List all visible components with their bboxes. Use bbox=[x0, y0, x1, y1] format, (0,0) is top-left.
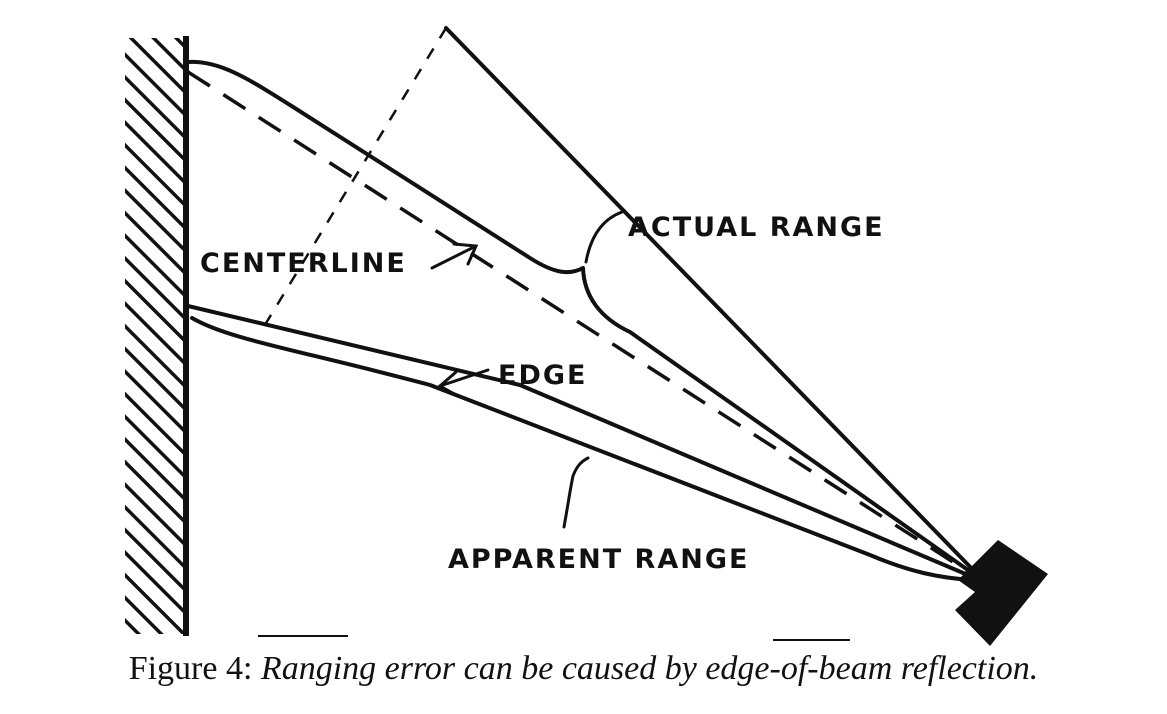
perpendicular-dotted bbox=[261, 27, 448, 329]
figure-number: Figure 4: bbox=[128, 650, 253, 687]
edge-arrow bbox=[437, 368, 490, 398]
figure-caption-text: Ranging error can be caused by edge-of-b… bbox=[260, 650, 1039, 687]
sonar-sensor bbox=[955, 540, 1048, 646]
edge-label: EDGE bbox=[498, 360, 587, 391]
wall bbox=[125, 36, 189, 636]
apparent-range-brace bbox=[562, 456, 590, 529]
edge-reflection-path bbox=[190, 316, 974, 582]
beam-lower-boundary bbox=[186, 304, 977, 580]
actual-range-brace bbox=[584, 210, 624, 264]
actual-range-label: ACTUAL RANGE bbox=[628, 212, 885, 243]
centerline-dashed bbox=[187, 70, 979, 580]
apparent-range-label: APPARENT RANGE bbox=[448, 544, 749, 575]
actual-range-line bbox=[444, 26, 980, 577]
centerline-arrow bbox=[430, 242, 479, 270]
centerline-label: CENTERLINE bbox=[200, 248, 407, 279]
figure-caption: Figure 4: Ranging error can be caused by… bbox=[0, 650, 1167, 688]
beam-upper-boundary bbox=[186, 59, 977, 577]
